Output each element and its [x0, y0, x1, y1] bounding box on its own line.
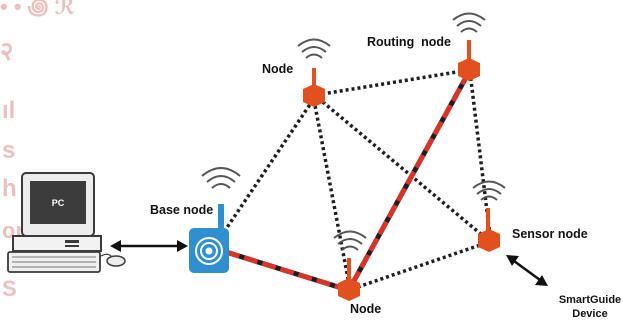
- wifi-signal-icon: [472, 180, 506, 201]
- link-node-bottom-sensor: [351, 240, 490, 291]
- label-sensor-node: Sensor node: [512, 227, 588, 241]
- link-node-top-sensor: [316, 96, 490, 242]
- double-arrow-icon: [110, 240, 188, 252]
- watermark-glyph-4: h: [2, 175, 17, 202]
- link-node-top-routing: [315, 68, 470, 97]
- watermark-glyphs-top: • • ꩜ ℛ: [0, 0, 75, 19]
- label-node-top: Node: [262, 62, 293, 76]
- watermark-glyph-6: S: [2, 276, 17, 301]
- desktop-pc-icon: PC: [7, 172, 126, 273]
- pc-screen-label: PC: [52, 198, 65, 208]
- network-links: [222, 68, 492, 293]
- sensor-node-icon: [478, 208, 500, 252]
- watermark-glyph-2: ıl: [2, 97, 15, 124]
- label-node-bottom: Node: [350, 302, 381, 316]
- wifi-signal-icon: [297, 38, 331, 59]
- link-node-top-base: [222, 99, 315, 233]
- sensor-node-icon: [303, 68, 325, 107]
- label-base-node: Base node: [150, 203, 213, 217]
- wifi-signal-icon: [333, 230, 367, 251]
- wifi-signal-icon: [452, 12, 486, 33]
- sensor-node-icon: [338, 258, 360, 301]
- label-routing-node: Routing node: [367, 35, 451, 49]
- wifi-signal-icon: [201, 167, 241, 189]
- route-segment-routing-node-bottom-red: [347, 70, 472, 290]
- double-arrow-icon: [506, 255, 548, 286]
- link-node-top-node-bottom: [312, 99, 352, 290]
- watermark-glyph-1: २: [0, 36, 14, 66]
- route-segment-base-node-bottom-red: [225, 249, 349, 293]
- sensor-node-icon: [458, 40, 480, 81]
- label-smartguide-line2: Device: [572, 308, 607, 320]
- wifi-router-icon: [189, 204, 229, 273]
- label-smartguide-line1: SmartGuide: [559, 294, 621, 306]
- watermark-glyph-3: s: [2, 137, 15, 164]
